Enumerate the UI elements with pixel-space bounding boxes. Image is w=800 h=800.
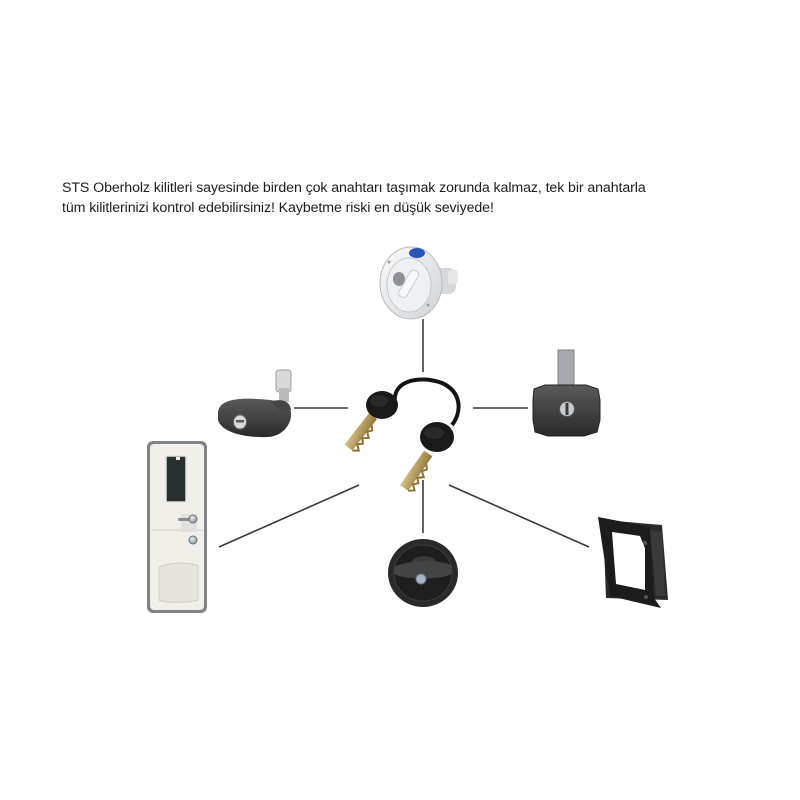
connector-lines: [218, 319, 590, 548]
connector-bottom-right: [448, 484, 590, 548]
caption-line-2: tüm kilitlerinizi kontrol edebilirsiniz!…: [62, 200, 494, 216]
white-filler-cap-lock-icon: [379, 246, 458, 320]
caption-line-1: STS Oberholz kilitleri sayesinde birden …: [62, 180, 646, 196]
black-service-hatch-frame-icon: [598, 517, 668, 608]
key-pair-icon: [344, 377, 461, 492]
round-black-door-lock-icon: [388, 539, 458, 607]
connector-bottom-left: [218, 484, 360, 548]
white-caravan-door-icon: [147, 441, 207, 613]
dark-grey-handle-lock-icon: [218, 369, 292, 438]
caption-text: STS Oberholz kilitleri sayesinde birden …: [62, 178, 762, 218]
black-square-cam-lock-icon: [532, 349, 601, 437]
